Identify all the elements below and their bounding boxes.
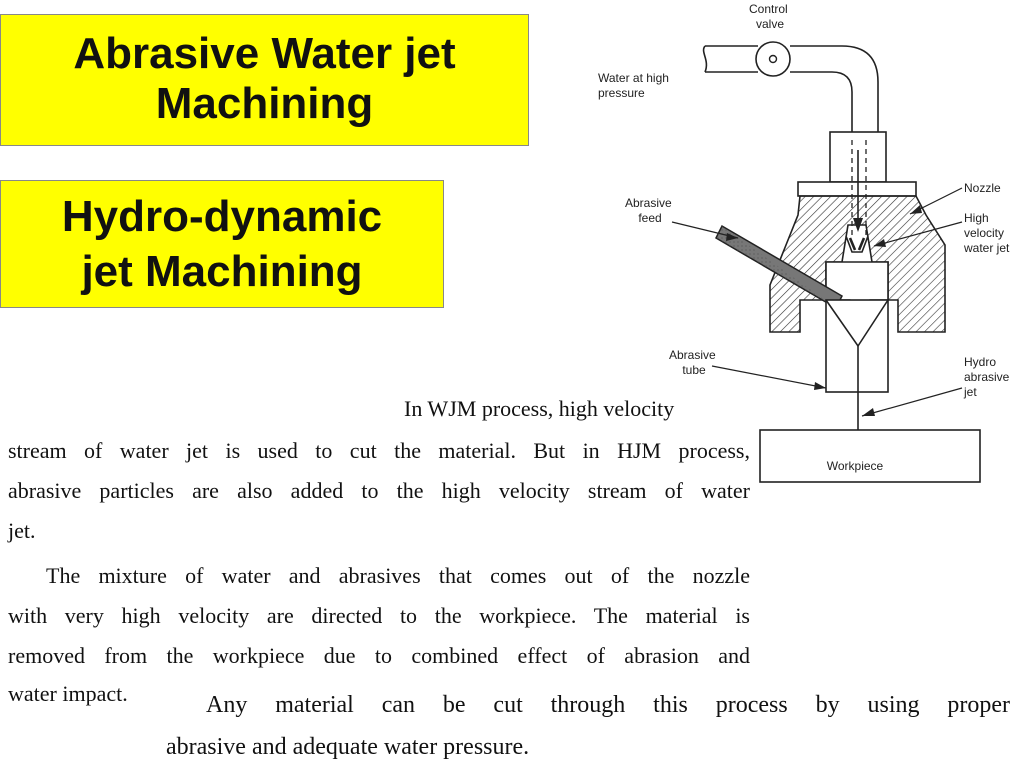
high-velocity-jet-label: High velocity water jet [963, 211, 1010, 255]
water-jet-lines [851, 140, 867, 236]
nozzle-orifice [845, 235, 869, 253]
abrasive-tube [825, 299, 889, 393]
paragraph-2-line-3: removed from the workpiece due to combin… [8, 643, 750, 668]
main-title-line-2: Machining [155, 79, 374, 128]
water-inlet-label: Water at high pressure [598, 71, 672, 100]
paragraph-2-line-1: The mixture of water and abrasives that … [46, 563, 750, 588]
paragraph-1-line-1: In WJM process, high velocity [404, 396, 675, 421]
paragraph-1-line-3: abrasive particles are also added to the… [8, 478, 750, 503]
subtitle-line-2: jet Machining [81, 247, 363, 296]
subtitle-line-1: Hydro-dynamic [61, 192, 383, 241]
hydro-abrasive-jet-label: Hydro abrasive jet [963, 355, 1013, 399]
control-valve-label: Control valve [749, 2, 791, 31]
water-flow-arrowhead [853, 218, 863, 232]
water-inlet-pipe [702, 45, 879, 132]
subtitle: Hydro-dynamic jet Machining [0, 180, 444, 308]
abrasive-tube-label: Abrasive tube [669, 348, 719, 377]
paragraph-1-line-4: jet. [8, 518, 36, 543]
paragraph-3-line-2: abrasive and adequate water pressure. [166, 734, 530, 760]
control-valve-icon [755, 41, 791, 77]
leader-arrowheads [726, 205, 922, 416]
main-title: Abrasive Water jet Machining [0, 14, 529, 146]
nozzle-label: Nozzle [964, 181, 1001, 195]
workpiece-block [759, 429, 981, 483]
paragraph-1-line-2: stream of water jet is used to cut the m… [8, 438, 750, 463]
main-title-line-1: Abrasive Water jet [73, 29, 456, 78]
workpiece-label: Workpiece [827, 459, 884, 473]
paragraph-2-line-4: water impact. [8, 681, 128, 706]
nozzle-upper-body [797, 131, 917, 197]
hjm-schematic-diagram: Control valve Water at high pressure Noz… [598, 2, 1013, 483]
paragraph-2-line-2: with very high velocity are directed to … [8, 603, 750, 628]
abrasive-feed-pipe [715, 224, 843, 310]
abrasive-feed-label: Abrasive feed [625, 196, 675, 225]
paragraph-3-line-1: Any material can be cut through this pro… [206, 692, 1010, 718]
